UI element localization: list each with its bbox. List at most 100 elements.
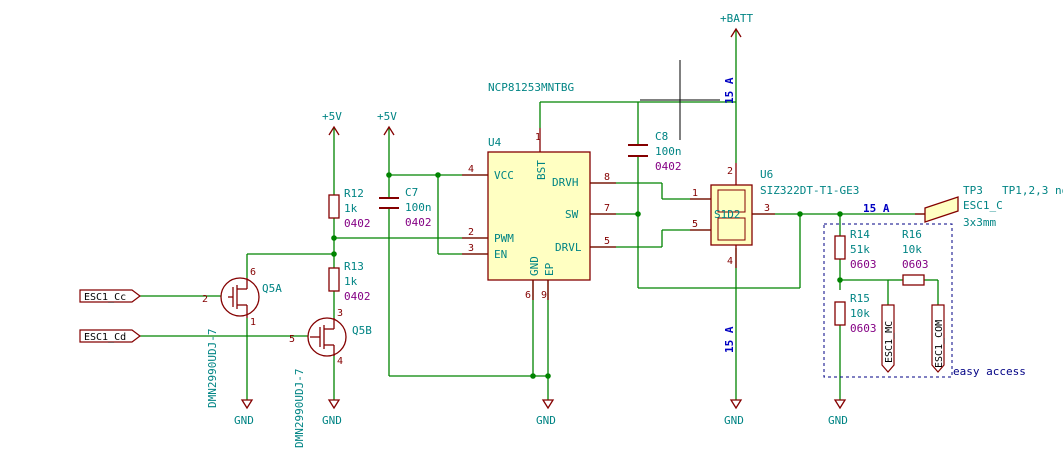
r12-ref: R12 xyxy=(344,187,364,200)
capacitor-c7: C7 100n 0402 xyxy=(379,186,432,229)
junction-dot xyxy=(797,211,803,217)
gnd-label-q5a: GND xyxy=(234,414,254,427)
ground-symbols: GND GND GND GND GND xyxy=(234,399,848,427)
r15-ref: R15 xyxy=(850,292,870,305)
u6-inner-label: S1D2 xyxy=(714,208,741,221)
u4-pin-sw: SW xyxy=(565,208,579,221)
u6-mosfet-pair: S1D2 U6 SIZ322DT-T1-GE3 2 1 5 3 4 xyxy=(690,163,859,268)
v5-right-label: +5V xyxy=(377,110,397,123)
gnd-label-u4: GND xyxy=(536,414,556,427)
mosfet-q5a: Q5A 2 6 1 DMN2990UDJ-7 xyxy=(202,267,282,408)
c7-ref: C7 xyxy=(405,186,418,199)
c8-value: 100n xyxy=(655,145,682,158)
q5a-pin-g: 2 xyxy=(202,294,208,305)
u6-num-g2: 5 xyxy=(692,219,698,230)
r13-value: 1k xyxy=(344,275,358,288)
u4-num-drvh: 8 xyxy=(604,172,610,183)
tp3-note: TP1,2,3 no xyxy=(1002,184,1063,197)
u6-value: SIZ322DT-T1-GE3 xyxy=(760,184,859,197)
vbatt-label: +BATT xyxy=(720,12,753,25)
junction-dot xyxy=(530,373,536,379)
current-right: 15 A xyxy=(863,202,890,215)
resistor-r16: R16 10k 0603 xyxy=(902,228,929,286)
label-esc1-com: ESC1_COM xyxy=(931,304,945,373)
c7-footprint: 0402 xyxy=(405,216,432,229)
r15-footprint: 0603 xyxy=(850,322,877,335)
current-top: 15 A xyxy=(723,77,736,104)
power-5v-left: +5V xyxy=(322,110,342,136)
resistor-r12: R12 1k 0402 xyxy=(328,187,371,230)
junctions xyxy=(331,172,843,379)
r16-ref: R16 xyxy=(902,228,922,241)
u4-value: NCP81253MNTBG xyxy=(488,81,574,94)
q5b-part: DMN2990UDJ-7 xyxy=(293,369,306,448)
easy-access-box: easy access xyxy=(823,223,1026,378)
junction-dot xyxy=(386,172,392,178)
u6-ref: U6 xyxy=(760,168,773,181)
u4-num-drvl: 5 xyxy=(604,236,610,247)
q5a-ref: Q5A xyxy=(262,282,282,295)
u4-pin-bst: BST xyxy=(535,160,548,180)
q5b-pin-s: 4 xyxy=(337,356,343,367)
q5b-ref: Q5B xyxy=(352,324,372,337)
resistor-r15: R15 10k 0603 xyxy=(834,292,877,335)
tp3-ref: TP3 xyxy=(963,184,983,197)
tp3-net: ESC1_C xyxy=(963,199,1003,212)
gnd-label-r15: GND xyxy=(828,414,848,427)
testpoint-tp3: TP3 TP1,2,3 no ESC1_C 3x3mm xyxy=(915,184,1063,229)
u4-num-ep: 9 xyxy=(541,290,547,301)
u4-pin-drvh: DRVH xyxy=(552,176,579,189)
current-bottom: 15 A xyxy=(723,326,736,353)
u4-num-sw: 7 xyxy=(604,203,610,214)
c7-value: 100n xyxy=(405,201,432,214)
r16-value: 10k xyxy=(902,243,922,256)
junction-dot xyxy=(635,211,641,217)
power-batt: +BATT xyxy=(720,12,753,38)
u6-num-top: 2 xyxy=(727,166,733,177)
c8-footprint: 0402 xyxy=(655,160,682,173)
u4-num-bst: 1 xyxy=(535,132,541,143)
q5b-pin-g: 5 xyxy=(289,334,295,345)
junction-dot xyxy=(837,277,843,283)
q5a-part: DMN2990UDJ-7 xyxy=(206,329,219,408)
u4-pin-en: EN xyxy=(494,248,507,261)
esc1-cd-text: ESC1_Cd xyxy=(84,332,126,343)
r12-footprint: 0402 xyxy=(344,217,371,230)
gnd-label-q5b: GND xyxy=(322,414,342,427)
label-esc1-mc: ESC1_MC xyxy=(881,304,895,373)
q5a-pin-s: 1 xyxy=(250,317,256,328)
u4-num-gnd: 6 xyxy=(525,290,531,301)
r14-value: 51k xyxy=(850,243,870,256)
u4-pin-pwm: PWM xyxy=(494,232,514,245)
junction-dot xyxy=(435,172,441,178)
capacitor-c8: C8 100n 0402 xyxy=(628,130,682,173)
esc1-com-text: ESC1_COM xyxy=(934,320,945,368)
r14-footprint: 0603 xyxy=(850,258,877,271)
u4-ref: U4 xyxy=(488,136,502,149)
u4-driver-ic: U4 NCP81253MNTBG VCC PWM EN DRVH SW DRVL… xyxy=(462,81,616,301)
mosfet-q5b: Q5B 5 3 4 DMN2990UDJ-7 xyxy=(289,308,372,448)
q5a-pin-d: 6 xyxy=(250,267,256,278)
u4-num-pwm: 2 xyxy=(468,227,474,238)
power-5v-right: +5V xyxy=(377,110,397,136)
tp3-size: 3x3mm xyxy=(963,216,996,229)
junction-dot xyxy=(837,211,843,217)
esc1-cc-text: ESC1_Cc xyxy=(84,292,126,303)
u4-pin-gnd: GND xyxy=(528,256,541,276)
r16-footprint: 0603 xyxy=(902,258,929,271)
label-esc1-cc: ESC1_Cc xyxy=(79,289,141,303)
r14-ref: R14 xyxy=(850,228,870,241)
junction-dot xyxy=(331,251,337,257)
u6-num-g1: 1 xyxy=(692,188,698,199)
u4-num-vcc: 4 xyxy=(468,164,474,175)
c8-ref: C8 xyxy=(655,130,668,143)
easy-access-label: easy access xyxy=(953,365,1026,378)
esc1-mc-text: ESC1_MC xyxy=(884,321,895,363)
u4-pin-vcc: VCC xyxy=(494,169,514,182)
resistor-r13: R13 1k 0402 xyxy=(328,260,371,303)
u4-num-en: 3 xyxy=(468,243,474,254)
u4-pin-drvl: DRVL xyxy=(555,241,582,254)
resistor-r14: R14 51k 0603 xyxy=(834,228,877,271)
junction-dot xyxy=(331,235,337,241)
